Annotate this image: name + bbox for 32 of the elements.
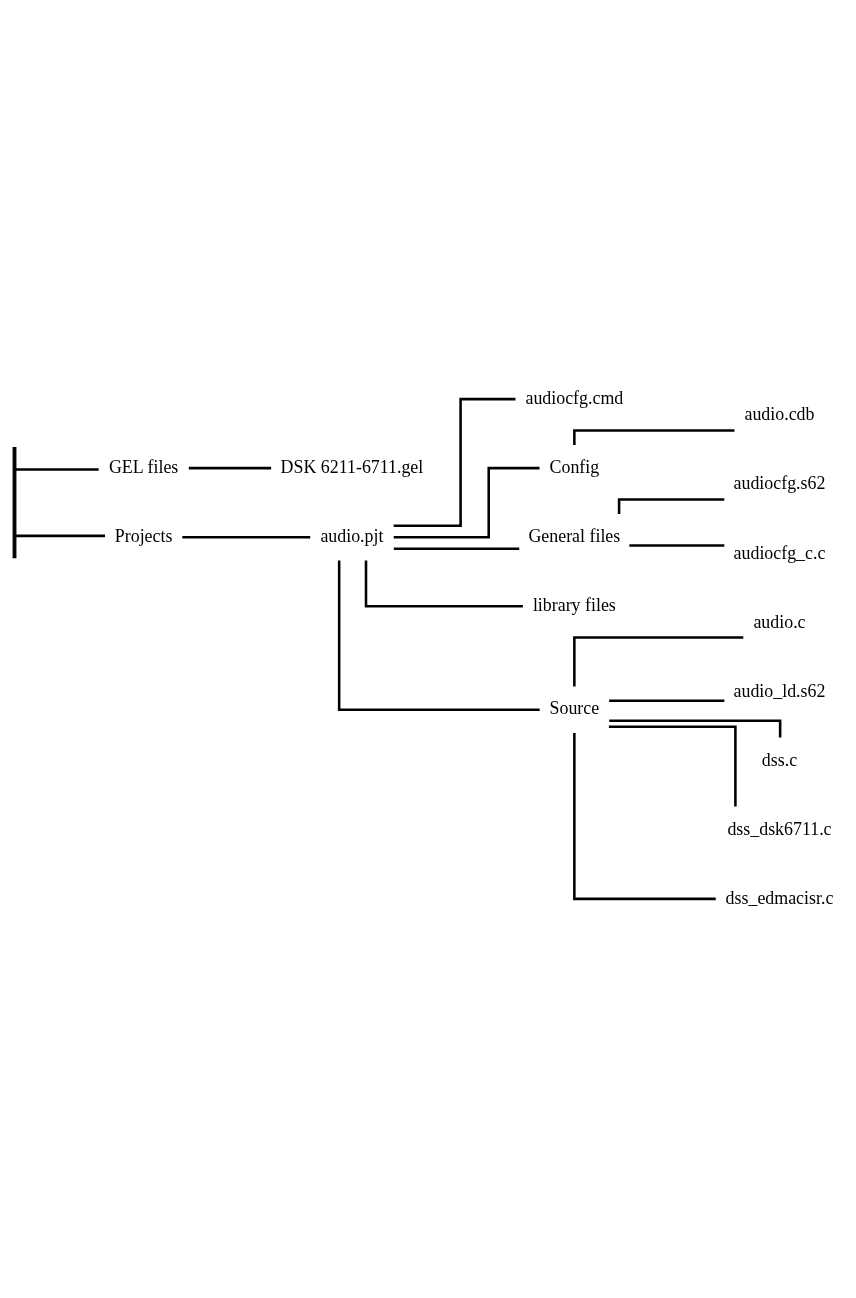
connector: [15, 468, 99, 471]
connector: [182, 535, 311, 539]
node-text: Projects: [114, 525, 173, 546]
node-text: audio_ld.s62: [733, 680, 826, 701]
connector: [364, 560, 523, 608]
connector: [188, 466, 272, 470]
node-text: GEL files: [108, 456, 179, 477]
connector: [15, 534, 105, 538]
connector: [573, 636, 744, 687]
connector: [393, 466, 540, 539]
node-text: audio.c: [753, 611, 806, 632]
node-text: dss_edmacisr.c: [725, 887, 834, 908]
node-text: library files: [532, 594, 616, 615]
connector: [337, 560, 540, 711]
node-text: dss.c: [761, 749, 798, 770]
node-bar: [12, 447, 17, 559]
node-text: DSK 6211-6711.gel: [280, 456, 424, 477]
connector: [393, 547, 520, 550]
node-text: audiocfg_c.c: [733, 542, 826, 563]
node-text: Source: [549, 698, 600, 719]
connector: [609, 699, 725, 703]
node-text: audio.cdb: [744, 404, 815, 425]
node-text: dss_dsk6711.c: [727, 818, 832, 839]
node-text: audiocfg.s62: [733, 473, 826, 494]
connector: [573, 732, 716, 901]
connector: [608, 725, 737, 807]
node-text: Config: [549, 456, 600, 477]
node-text: audio.pjt: [320, 525, 384, 546]
node-text: General files: [528, 525, 621, 546]
connector: [393, 397, 516, 527]
connector: [629, 544, 725, 547]
node-text: audiocfg.cmd: [525, 387, 624, 408]
